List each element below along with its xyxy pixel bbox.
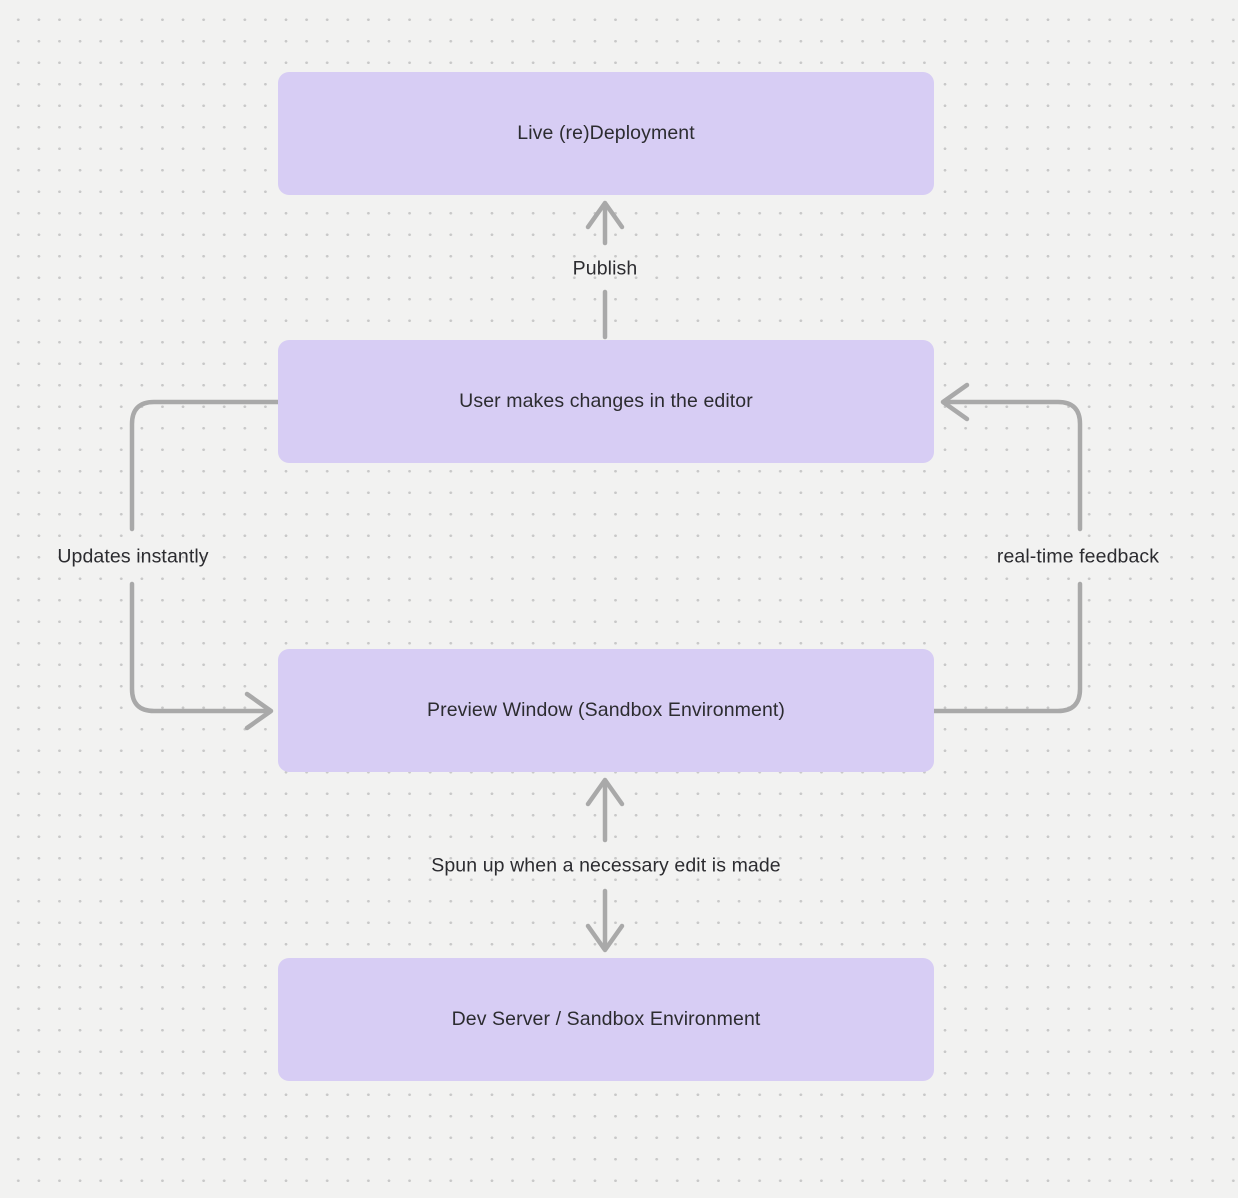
edge-label-spun-up: Spun up when a necessary edit is made <box>431 854 781 877</box>
arrow-head-left-icon <box>940 382 970 422</box>
node-dev-server-label: Dev Server / Sandbox Environment <box>451 1008 761 1030</box>
edge-label-updates-instantly: Updates instantly <box>57 545 209 568</box>
edge-label-publish: Publish <box>572 257 638 280</box>
arrow-line <box>943 399 1083 532</box>
arrow-line <box>129 399 281 532</box>
arrow-head-down-icon <box>585 923 625 953</box>
node-live-deployment: Live (re)Deployment <box>278 72 934 195</box>
edge-publish-arrow <box>585 200 625 340</box>
node-preview-window: Preview Window (Sandbox Environment) <box>278 649 934 772</box>
edge-realtime-feedback-arrow <box>931 382 1083 714</box>
arrow-line <box>129 581 271 714</box>
edge-spun-up-arrow <box>585 777 625 843</box>
edge-label-realtime-feedback: real-time feedback <box>996 545 1160 568</box>
node-live-deployment-label: Live (re)Deployment <box>517 122 695 144</box>
edge-preview-to-dev-arrow <box>585 888 625 953</box>
arrow-line <box>931 581 1083 714</box>
arrow-head-up-icon <box>585 777 625 807</box>
arrow-head-up-icon <box>585 200 625 230</box>
node-user-editor: User makes changes in the editor <box>278 340 934 463</box>
node-user-editor-label: User makes changes in the editor <box>459 390 753 412</box>
node-preview-window-label: Preview Window (Sandbox Environment) <box>427 699 785 721</box>
edge-updates-instantly-arrow <box>129 399 281 731</box>
node-dev-server: Dev Server / Sandbox Environment <box>278 958 934 1081</box>
arrow-head-right-icon <box>244 691 274 731</box>
